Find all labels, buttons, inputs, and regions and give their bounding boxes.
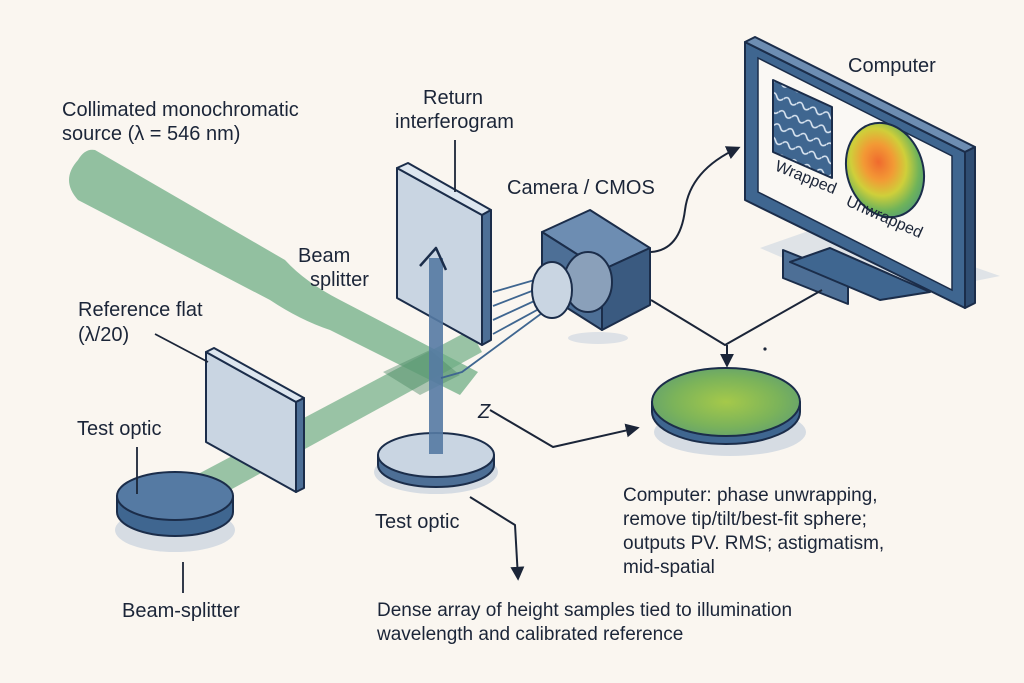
computer-monitor — [744, 36, 1000, 309]
stray-dot — [763, 347, 767, 351]
processing-note-line: remove tip/tilt/best-fit sphere; — [623, 509, 867, 530]
beam-splitter-plate — [396, 162, 492, 346]
processing-note-line: outputs PV. RMS; astigmatism, — [623, 533, 884, 554]
camera-cmos — [531, 209, 651, 344]
merge-connector-line — [650, 289, 823, 346]
return-label-line1: Return — [423, 87, 483, 109]
processing-note-line: Computer: phase unwrapping, — [623, 485, 878, 506]
unwrapped-phase-map — [844, 121, 926, 219]
reference-flat — [205, 347, 305, 493]
z-axis-label: Z — [477, 401, 491, 423]
computer-processing-note: Computer: phase unwrapping, remove tip/t… — [623, 485, 884, 578]
beam-splitter-label-line2: splitter — [310, 269, 369, 291]
reference-beam — [168, 330, 482, 512]
processing-note-line: mid-spatial — [623, 557, 715, 578]
wrapped-phase-map — [772, 79, 833, 179]
reference-flat-label-line2: (λ/20) — [78, 324, 129, 346]
test-optic-to-map-arrow — [489, 409, 640, 448]
test-optic-left-label: Test optic — [77, 418, 161, 440]
test-optic-center — [374, 432, 498, 494]
output-note-line: wavelength and calibrated reference — [376, 624, 683, 645]
beam-splitter-label-line1: Beam — [298, 245, 350, 267]
return-label-line2: interferogram — [395, 111, 514, 133]
computer-label: Computer — [848, 55, 936, 77]
output-note-line: Dense array of height samples tied to il… — [377, 600, 792, 621]
camera-label: Camera / CMOS — [507, 177, 655, 199]
beam-splitter-bottom-label: Beam-splitter — [122, 600, 240, 622]
to-output-arrow — [469, 496, 525, 581]
source-label-line1: Collimated monochromatic — [62, 99, 299, 121]
reference-flat-leader — [154, 333, 209, 363]
camera-to-computer-arrow — [650, 146, 741, 253]
reference-flat-label-line1: Reference flat — [78, 299, 203, 321]
test-optic-center-label: Test optic — [375, 511, 459, 533]
source-label-line2: source (λ = 546 nm) — [62, 123, 240, 145]
return-beam — [419, 246, 448, 454]
source-beam — [69, 149, 478, 395]
surface-height-map — [651, 367, 806, 456]
output-description-note: Dense array of height samples tied to il… — [376, 600, 792, 645]
test-optic-left — [115, 471, 235, 552]
